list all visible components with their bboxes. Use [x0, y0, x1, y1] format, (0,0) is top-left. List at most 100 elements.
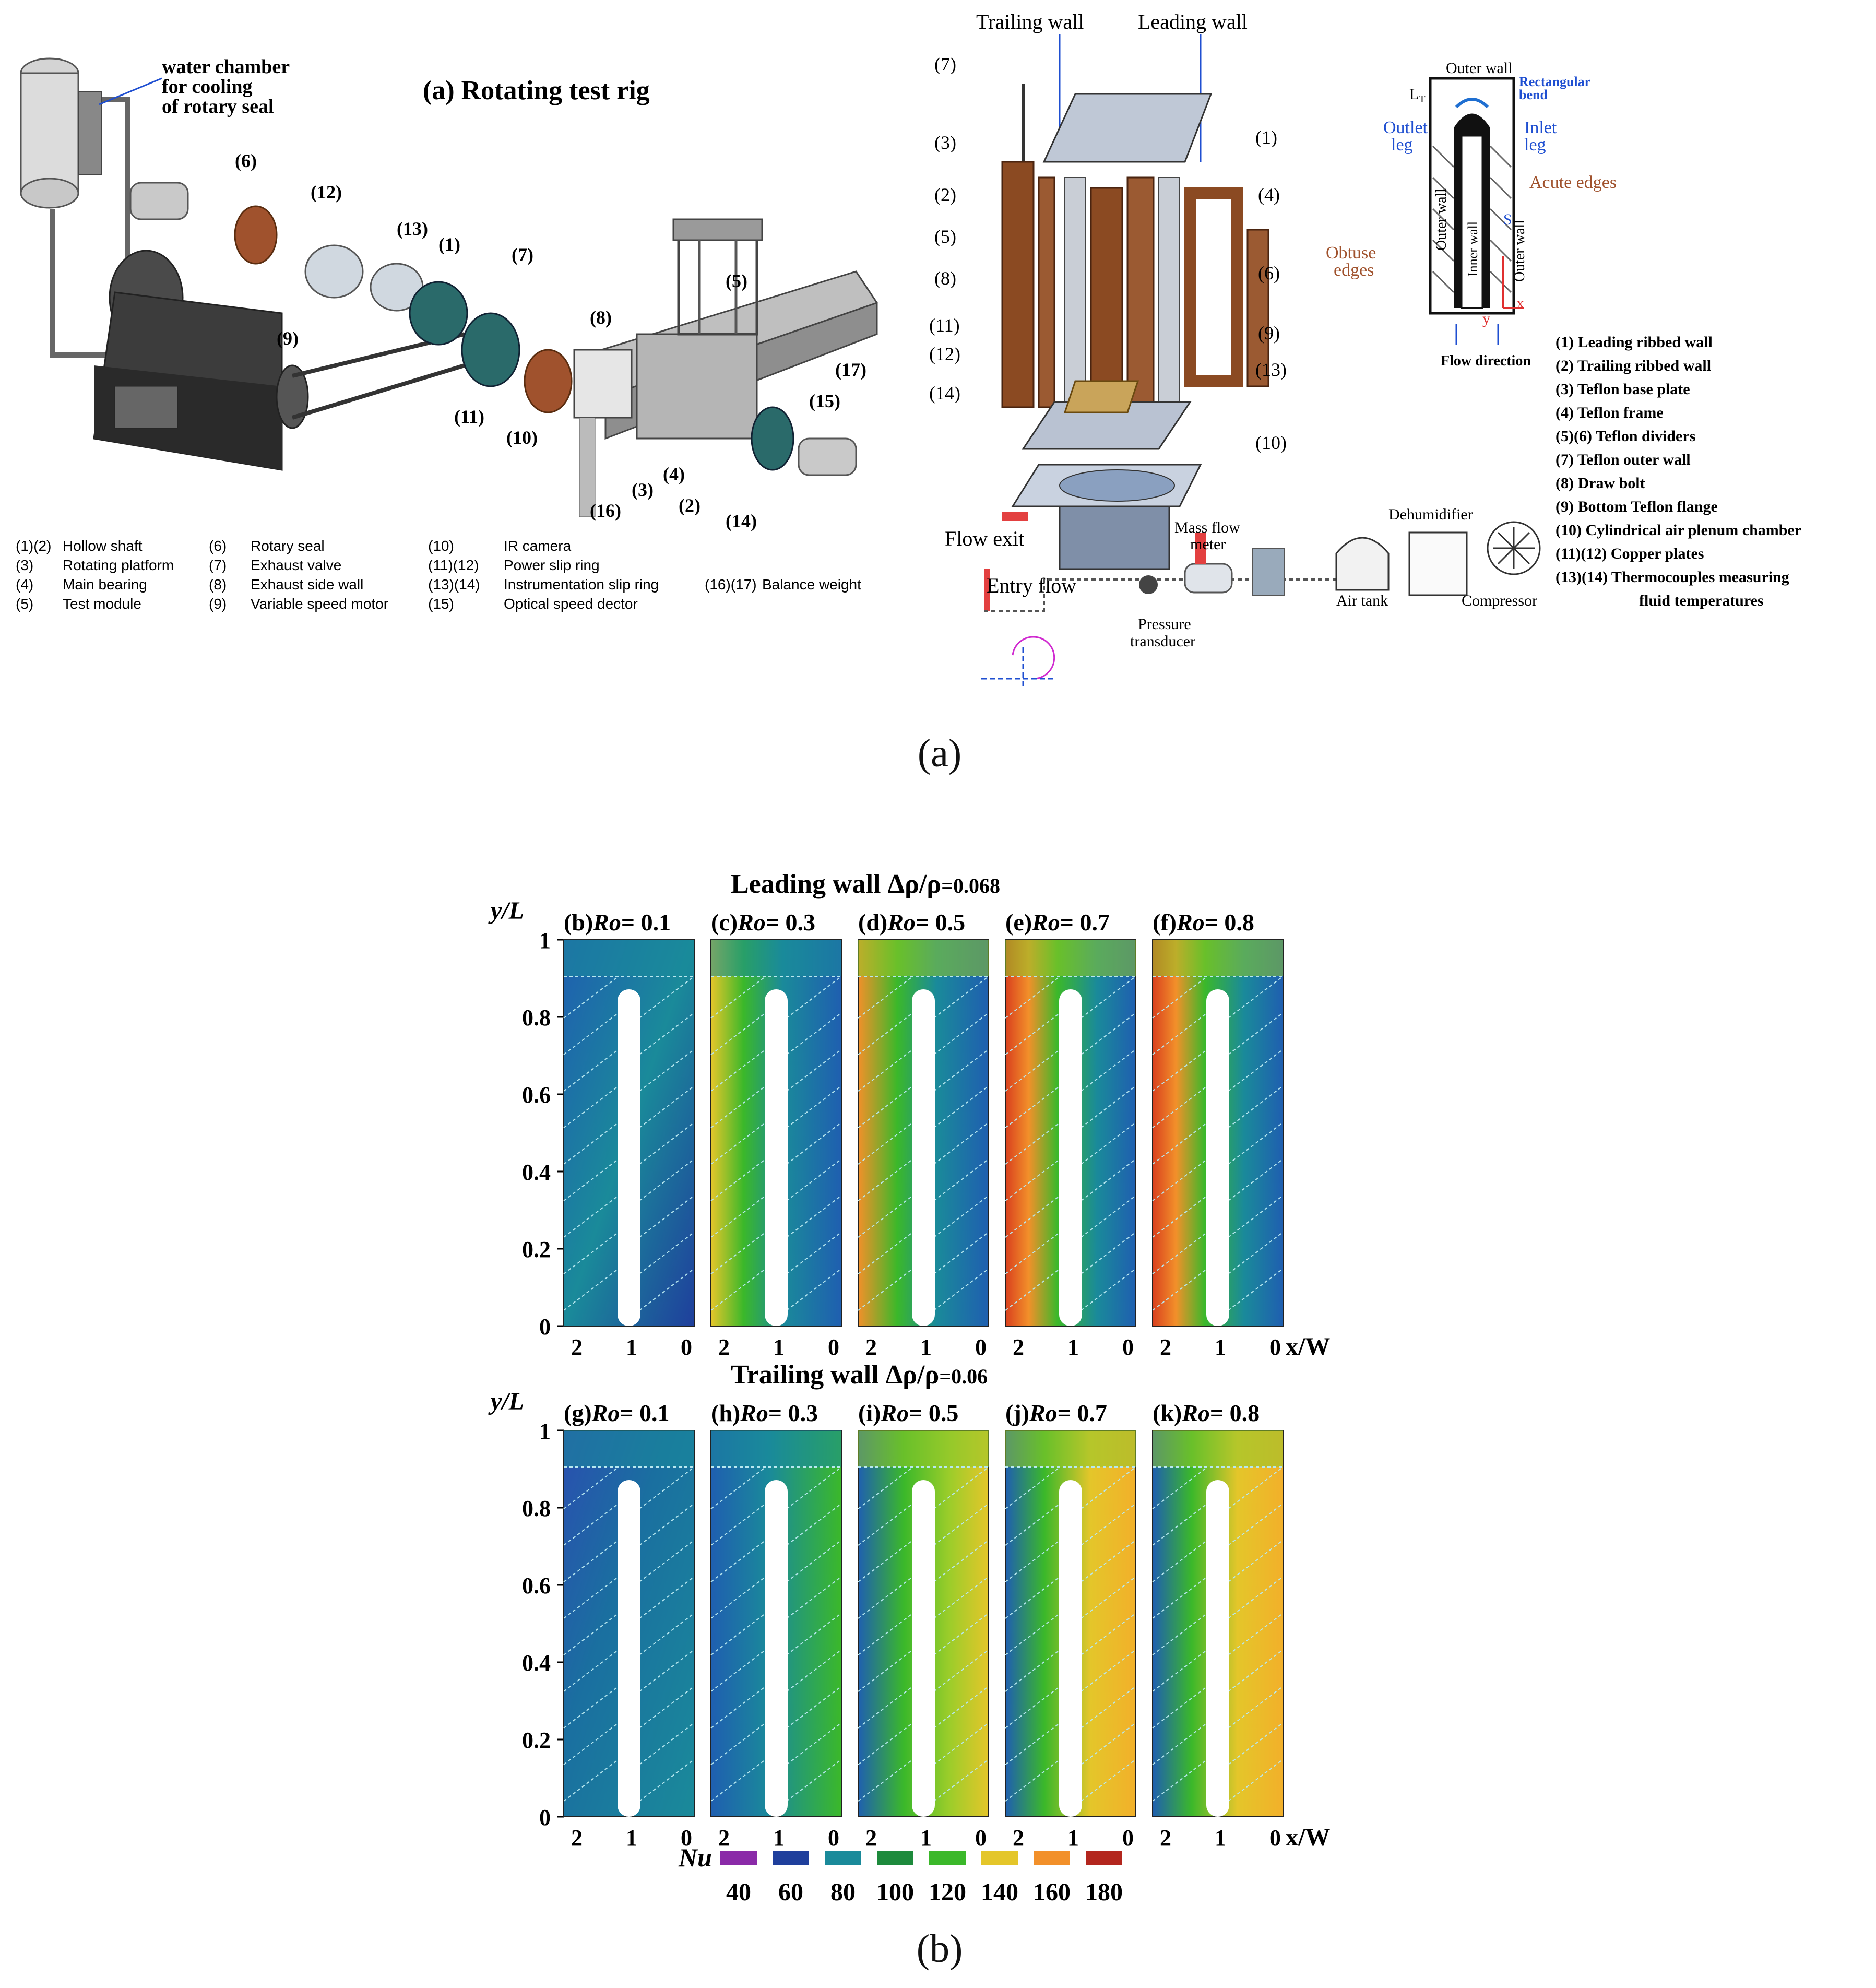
rib-line: [710, 1085, 766, 1128]
x-tick-label: 0: [1269, 1825, 1281, 1851]
rib-line: [710, 1759, 766, 1802]
rib-line: [786, 1540, 842, 1582]
rib-line: [563, 1158, 619, 1201]
inner-wall-divider: [1206, 1480, 1229, 1817]
rib-line: [1005, 1613, 1061, 1655]
x-tick-label: 0: [1269, 1334, 1281, 1360]
inner-wall-divider: [765, 1480, 788, 1817]
trailing-wall-label: Trailing wall: [976, 10, 1084, 33]
rib-line: [1152, 1122, 1208, 1165]
x-tick-label: 1: [1067, 1334, 1079, 1360]
rib-line: [710, 1613, 766, 1655]
svg-text:(1)(2): (1)(2): [16, 538, 51, 554]
module-callout: (8): [934, 268, 956, 289]
rig-callout: (12): [311, 182, 342, 203]
rib-line: [1228, 1686, 1284, 1729]
svg-text:(4) Teflon frame: (4) Teflon frame: [1556, 404, 1664, 421]
svg-text:(7): (7): [209, 557, 227, 573]
rib-line: [1005, 1503, 1061, 1546]
nu-contour-chart: Leading wall Δρ/ρ=0.068y/L10.80.60.40.20…: [488, 869, 1330, 1906]
colorbar-label: Nu: [678, 1843, 712, 1872]
rib-line: [1081, 1012, 1136, 1055]
rib-line: [1228, 1466, 1284, 1509]
module-callout: (10): [1255, 432, 1287, 453]
svg-text:Acute edges: Acute edges: [1529, 173, 1617, 192]
svg-text:(10): (10): [428, 538, 454, 554]
colorbar-tick: 140: [981, 1878, 1018, 1906]
rib-line: [1081, 1466, 1136, 1509]
svg-text:(6): (6): [209, 538, 227, 554]
svg-text:Rotary seal: Rotary seal: [251, 538, 325, 554]
x-axis-label: x/W: [1286, 1333, 1330, 1360]
colorbar-swatch: [929, 1851, 966, 1865]
rib-line: [1152, 1268, 1208, 1311]
svg-text:Balance weight: Balance weight: [762, 576, 861, 593]
colorbar-swatch: [1086, 1851, 1122, 1865]
rib-line: [1005, 1158, 1061, 1201]
inner-wall-divider: [618, 989, 640, 1326]
rib-line: [933, 1195, 989, 1238]
colorbar-tick: 180: [1085, 1878, 1123, 1906]
svg-text:(4): (4): [16, 576, 33, 593]
rib-line: [710, 1686, 766, 1729]
rib-line: [933, 976, 989, 1019]
pressure-transducer-label: Pressure transducer: [1130, 616, 1195, 650]
y-tick-label: 0.2: [522, 1727, 551, 1753]
rig-callout: (9): [277, 328, 299, 349]
rib-line: [933, 1613, 989, 1655]
rib-line: [639, 1722, 695, 1765]
rib-line: [933, 1649, 989, 1692]
rig-callout: (10): [506, 427, 538, 448]
rib-line: [1081, 1122, 1136, 1165]
rib-line: [858, 1576, 913, 1619]
rib-line: [1005, 1576, 1061, 1619]
caption-a: (a): [917, 731, 962, 775]
panel-title: (b)Ro= 0.1: [564, 909, 671, 936]
module-callout: (1): [1255, 127, 1277, 148]
rib-line: [563, 1195, 619, 1238]
rib-line: [858, 1466, 913, 1509]
rib-line: [933, 1122, 989, 1165]
rib-line: [710, 1722, 766, 1765]
rib-line: [1081, 1158, 1136, 1201]
rib-line: [1005, 1649, 1061, 1692]
rib-line: [1005, 1540, 1061, 1582]
x-tick-label: 0: [681, 1825, 692, 1851]
flow-exit-label: Flow exit: [945, 527, 1024, 550]
rib-line: [858, 976, 913, 1019]
x-tick-label: 2: [571, 1334, 583, 1360]
module-callout: (6): [1258, 263, 1280, 283]
rib-line: [563, 1049, 619, 1092]
rib-line: [933, 1158, 989, 1201]
colorbar-swatch: [981, 1851, 1018, 1865]
rig-callout: (11): [454, 406, 484, 427]
x-tick-label: 0: [975, 1334, 987, 1360]
rig-callout: (7): [512, 244, 533, 265]
y-tick-label: 0: [539, 1805, 551, 1830]
rib-line: [1152, 1649, 1208, 1692]
rib-line: [639, 1503, 695, 1546]
rib-line: [1005, 1686, 1061, 1729]
inner-wall-divider: [1059, 1480, 1082, 1817]
rib-line: [1081, 1613, 1136, 1655]
bend-region: [1005, 1430, 1136, 1467]
x-tick-label: 2: [865, 1334, 877, 1360]
rib-line: [858, 1649, 913, 1692]
colorbar-swatch: [825, 1851, 861, 1865]
rib-line: [710, 1012, 766, 1055]
rib-line: [563, 1232, 619, 1274]
rib-line: [639, 1649, 695, 1692]
slip-rings-drawing: [234, 205, 573, 413]
x-tick-label: 2: [865, 1825, 877, 1851]
svg-text:(9): (9): [209, 596, 227, 612]
panel-title: (d)Ro= 0.5: [858, 909, 965, 936]
rib-line: [858, 1012, 913, 1055]
rib-line: [639, 1158, 695, 1201]
panel-title: (c)Ro= 0.3: [711, 909, 815, 936]
rib-line: [933, 1576, 989, 1619]
rib-line: [1228, 1759, 1284, 1802]
